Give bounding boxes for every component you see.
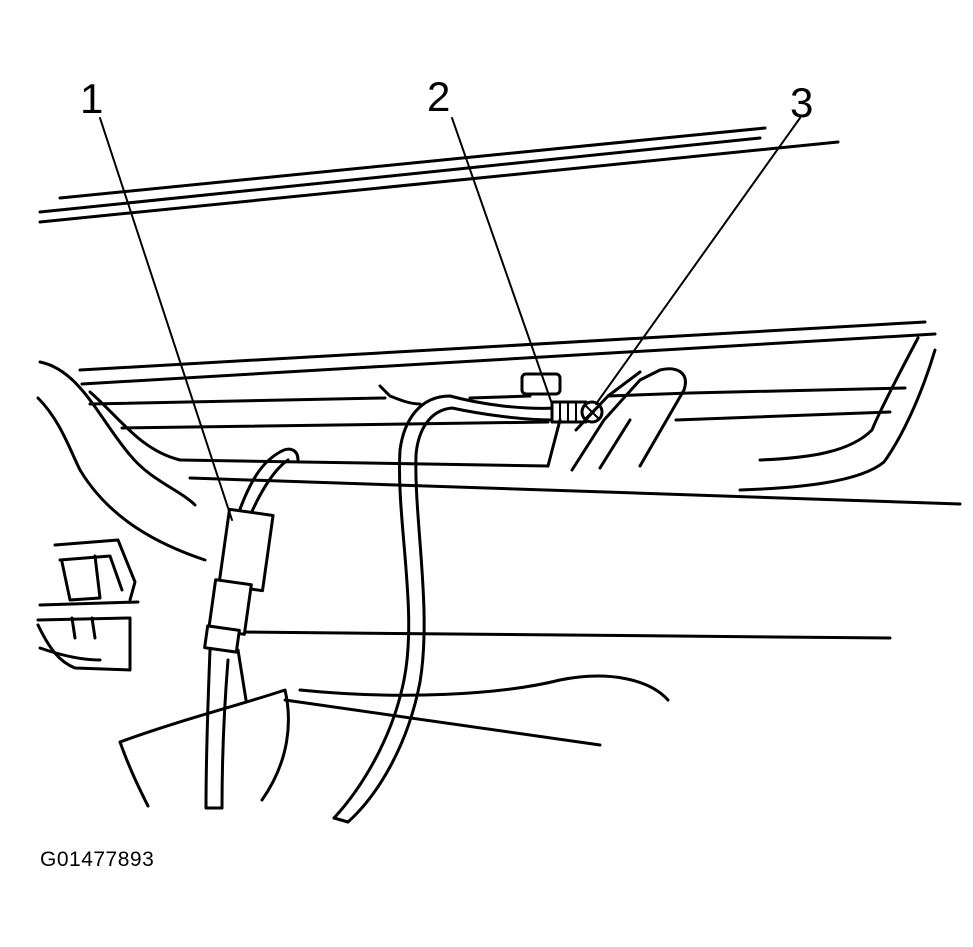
figure-id: G01477893 [40,848,155,871]
callout-1: 1 [80,75,104,122]
leader-lines [99,117,801,521]
callout-3: 3 [790,79,814,126]
left-cable [203,447,300,810]
hinge-bracket [36,538,140,672]
antenna-connector [520,367,687,472]
right-cable [332,384,560,824]
callout-2: 2 [427,73,451,120]
roof-edge-lines [38,126,840,224]
lower-trim-panel [118,630,892,808]
liftgate-frame [36,320,962,562]
